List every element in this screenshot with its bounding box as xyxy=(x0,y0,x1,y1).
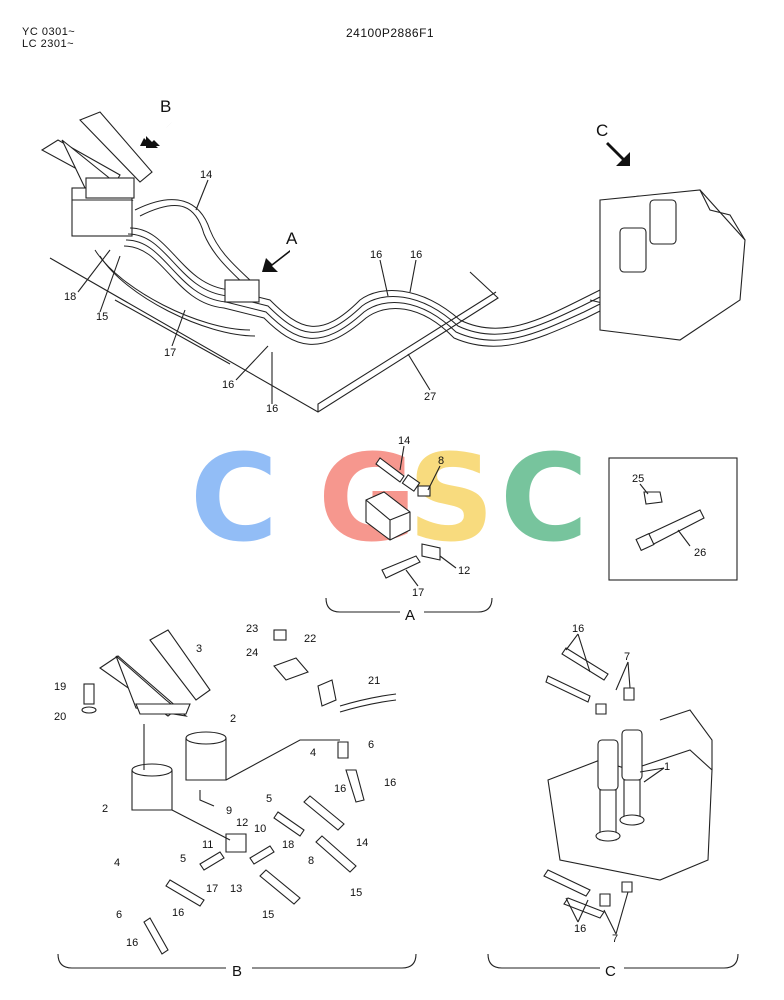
callout: 17 xyxy=(206,883,218,895)
callout: 17 xyxy=(164,347,176,359)
callout: 20 xyxy=(54,711,66,723)
callout: 5 xyxy=(180,853,186,865)
inset-detail-box: 25 26 xyxy=(608,457,738,581)
detail-a: 14 8 12 17 A xyxy=(325,435,493,624)
model-range-line-2: LC 2301~ xyxy=(22,38,75,50)
arrow-label-c: C xyxy=(596,121,608,140)
arrow-c-glyph xyxy=(606,142,630,166)
callout: 21 xyxy=(368,675,380,687)
callout: 24 xyxy=(246,647,258,659)
callout: 12 xyxy=(458,565,470,577)
callout: 9 xyxy=(226,805,232,817)
section-label-b: B xyxy=(232,963,242,980)
callout: 16 xyxy=(334,783,346,795)
main-assembly-view: B A C 14 16 16 18 15 17 16 16 27 xyxy=(40,97,746,415)
callout: 5 xyxy=(266,793,272,805)
callout: 7 xyxy=(612,933,618,945)
callout: 16 xyxy=(126,937,138,949)
shuttle-valve-block xyxy=(224,279,260,303)
callout: 16 xyxy=(222,379,234,391)
watermark-letter: S xyxy=(408,430,494,569)
callout: 16 xyxy=(574,923,586,935)
callout: 27 xyxy=(424,391,436,403)
callout: 22 xyxy=(304,633,316,645)
callout: 19 xyxy=(54,681,66,693)
callout: 4 xyxy=(310,747,316,759)
arrow-label-b: B xyxy=(160,97,171,116)
callout: 15 xyxy=(262,909,274,921)
callout: 16 xyxy=(572,623,584,635)
callout: 15 xyxy=(350,887,362,899)
section-bracket-b xyxy=(57,953,417,969)
callout: 12 xyxy=(236,817,248,829)
callout: 10 xyxy=(254,823,266,835)
watermark-letter: C xyxy=(500,430,588,569)
callout: 23 xyxy=(246,623,258,635)
watermark-letter: C xyxy=(190,430,278,569)
arrow-label-a: A xyxy=(286,229,298,248)
section-label-a: A xyxy=(405,607,415,624)
section-bracket-c xyxy=(487,953,739,969)
callout: 16 xyxy=(410,249,422,261)
model-range-line-1: YC 0301~ xyxy=(22,26,76,38)
control-valve xyxy=(599,189,746,341)
callout: 3 xyxy=(196,643,202,655)
detail-c: 16 7 1 16 7 C xyxy=(487,623,739,980)
arrow-b xyxy=(140,122,172,148)
callout: 26 xyxy=(694,547,706,559)
detail-b: 3 19 20 23 22 24 21 2 2 4 6 16 9 10 16 1… xyxy=(54,623,417,980)
callout: 25 xyxy=(632,473,644,485)
callout: 4 xyxy=(114,857,120,869)
pilot-hose-bundle xyxy=(94,195,661,347)
callout: 1 xyxy=(664,761,670,773)
floor-plate-edge xyxy=(317,291,497,412)
callout: 8 xyxy=(308,855,314,867)
callout: 17 xyxy=(412,587,424,599)
callout: 14 xyxy=(200,169,212,181)
callout: 15 xyxy=(96,311,108,323)
section-label-c: C xyxy=(605,963,616,980)
callout: 2 xyxy=(102,803,108,815)
part-number: 24100P2886F1 xyxy=(346,26,435,40)
travel-pedal-assembly xyxy=(40,111,153,237)
callout: 18 xyxy=(282,839,294,851)
floor-plate xyxy=(49,257,499,413)
arrow-a-glyph xyxy=(262,250,290,272)
callout: 6 xyxy=(116,909,122,921)
callout: 16 xyxy=(370,249,382,261)
section-bracket-a xyxy=(325,597,493,613)
callout: 2 xyxy=(230,713,236,725)
callout: 18 xyxy=(64,291,76,303)
callout: 14 xyxy=(398,435,410,447)
watermark: C G S C xyxy=(190,430,588,569)
callout: 16 xyxy=(266,403,278,415)
callout: 13 xyxy=(230,883,242,895)
callout: 16 xyxy=(172,907,184,919)
callout: 7 xyxy=(624,651,630,663)
callout: 6 xyxy=(368,739,374,751)
callout: 14 xyxy=(356,837,368,849)
callout: 8 xyxy=(438,455,444,467)
callout: 11 xyxy=(202,839,213,851)
callout: 16 xyxy=(384,777,396,789)
